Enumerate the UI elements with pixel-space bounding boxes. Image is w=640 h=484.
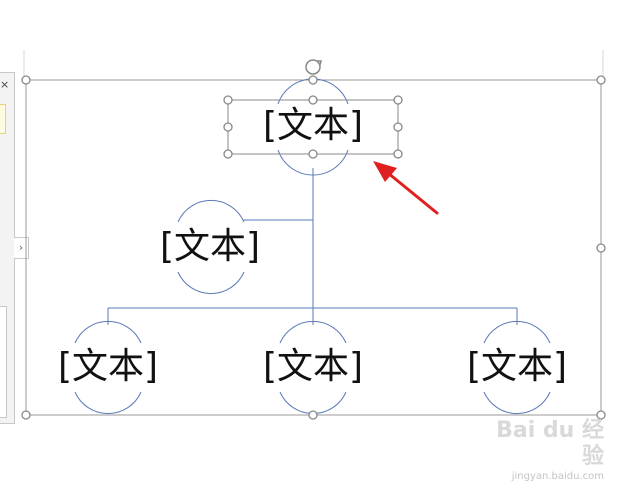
watermark-url: jingyan.baidu.com xyxy=(511,471,604,482)
node-label-center[interactable]: [文本] xyxy=(262,346,364,387)
node-label-left[interactable]: [文本] xyxy=(57,346,159,387)
node-label-right[interactable]: [文本] xyxy=(466,346,568,387)
node-circle-left xyxy=(74,320,142,344)
pane-preview-box xyxy=(0,306,7,418)
connector-lines xyxy=(107,168,518,325)
watermark-brand: Bai du 经验 xyxy=(496,418,604,469)
node-circle-assistant xyxy=(177,199,245,223)
text-entry-field[interactable] xyxy=(0,104,6,134)
baidu-watermark: Bai du 经验 jingyan.baidu.com xyxy=(494,418,604,484)
close-icon[interactable]: × xyxy=(0,78,10,91)
node-circle-center xyxy=(279,320,347,344)
textbox-resize-handles[interactable] xyxy=(223,95,403,159)
node-label-top[interactable]: [文本] xyxy=(262,105,364,146)
node-circle-right xyxy=(483,391,551,415)
rotate-handle-icon[interactable] xyxy=(305,59,322,75)
expand-chevron-icon[interactable]: › xyxy=(14,237,29,259)
frame-resize-handles[interactable] xyxy=(21,75,606,420)
node-circle-right xyxy=(483,320,551,344)
node-circle-top xyxy=(277,149,349,176)
red-arrow-icon xyxy=(373,161,439,215)
node-circle-assistant xyxy=(177,271,245,295)
node-label-assistant[interactable]: [文本] xyxy=(159,226,261,267)
node-circle-left xyxy=(74,391,142,415)
